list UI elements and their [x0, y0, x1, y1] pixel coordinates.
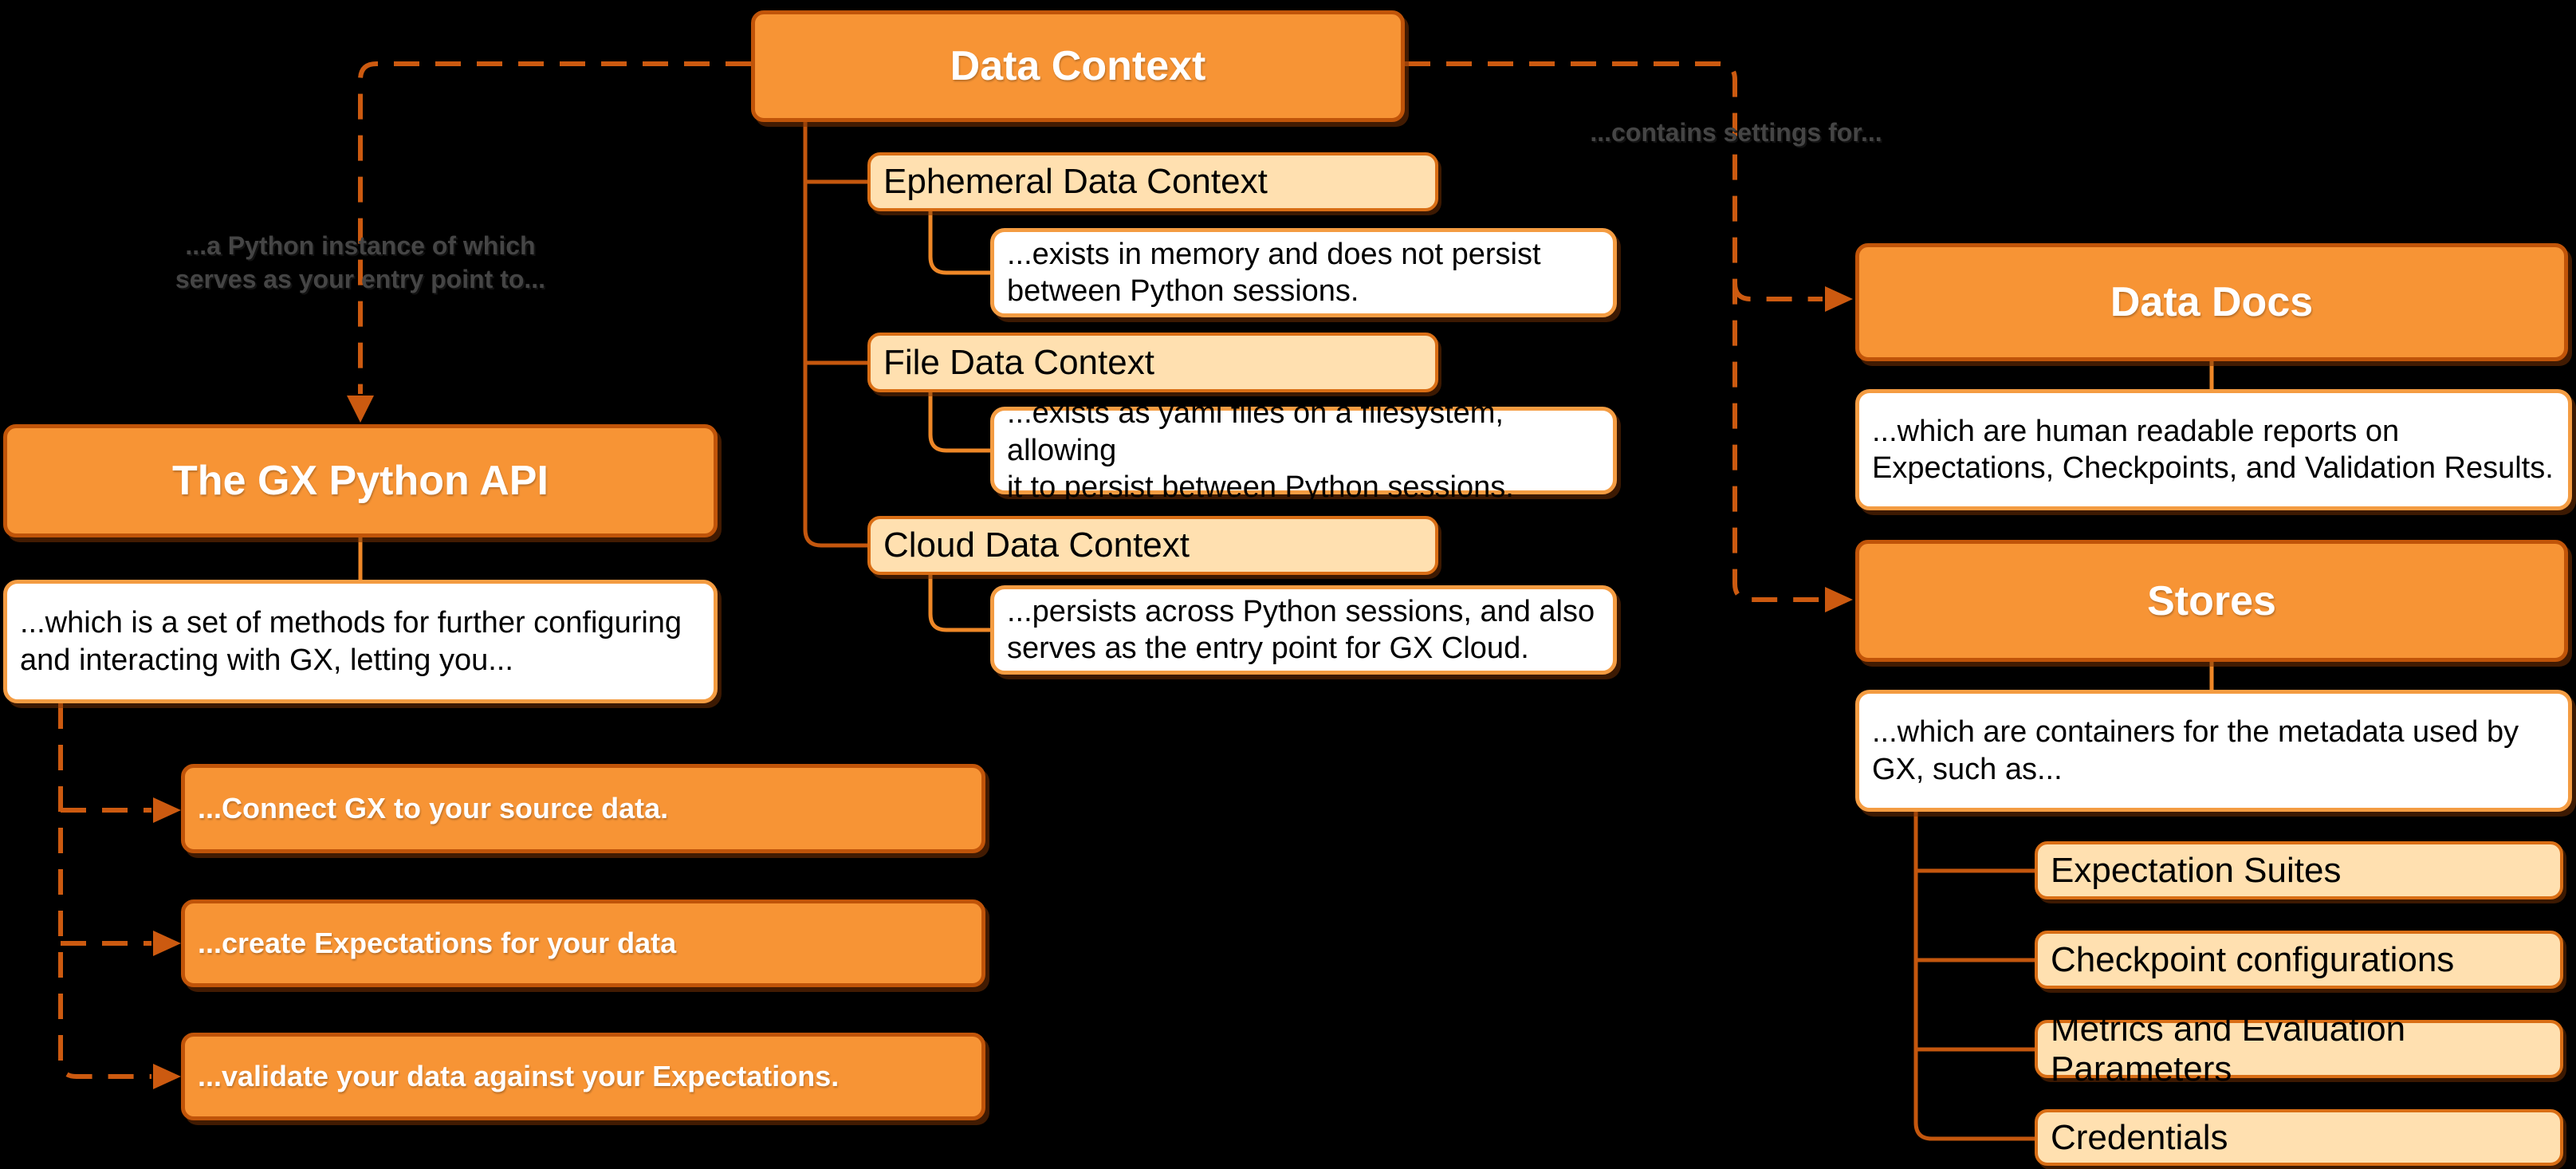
node-data-context-label: Data Context	[950, 43, 1206, 89]
node-store-credentials: Credentials	[2035, 1109, 2563, 1166]
arrowhead-right-stores	[1825, 587, 1853, 612]
node-cloud-description: ...persists across Python sessions, and …	[990, 585, 1617, 675]
expectation-suites-label: Expectation Suites	[2051, 850, 2342, 890]
edge-label-contains-settings: ...contains settings for...	[1590, 118, 1882, 147]
edge-label-python-instance: ...a Python instance of which serves as …	[175, 231, 546, 293]
edge-cloud-desc	[928, 575, 990, 632]
node-gx-python-api-description: ...which is a set of methods for further…	[3, 580, 718, 703]
node-data-docs-description: ...which are human readable reports on E…	[1855, 389, 2572, 510]
node-store-checkpoint-configurations: Checkpoint configurations	[2035, 931, 2563, 989]
action-create-label: ...create Expectations for your data	[198, 927, 677, 959]
arrowhead-right-create	[153, 931, 181, 956]
arrowhead-down-gxapi	[347, 396, 374, 423]
node-stores: Stores	[1855, 540, 2568, 662]
edge-file-desc	[928, 392, 990, 453]
edge-dashed-to-datadocs	[1732, 282, 1823, 301]
node-file-description: ...exists as yaml files on a filesystem,…	[990, 396, 1617, 504]
node-stores-description: ...which are containers for the metadata…	[1855, 690, 2572, 812]
action-validate-label: ...validate your data against your Expec…	[198, 1060, 840, 1092]
node-ephemeral-data-context: Ephemeral Data Context	[867, 152, 1438, 211]
edge-datacontext-trunk	[803, 122, 867, 548]
stores-description-text: ...which are containers for the metadata…	[1872, 715, 2519, 786]
node-data-docs: Data Docs	[1855, 243, 2568, 361]
node-gx-python-api: The GX Python API	[3, 424, 718, 537]
cloud-description-text: ...persists across Python sessions, and …	[1007, 594, 1595, 665]
cloud-label: Cloud Data Context	[883, 525, 1190, 565]
data-docs-description-text: ...which are human readable reports on E…	[1872, 414, 2554, 485]
file-description-text: ...exists as yaml files on a filesystem,…	[1007, 396, 1514, 505]
arrowhead-right-validate	[153, 1064, 181, 1089]
edge-dashed-api-actions-trunk	[58, 703, 151, 1079]
node-gx-python-api-label: The GX Python API	[172, 458, 549, 504]
node-file-data-context: File Data Context	[867, 333, 1438, 392]
node-action-create-expectations: ...create Expectations for your data	[181, 899, 985, 987]
arrowhead-right-connect	[153, 797, 181, 823]
stores-label: Stores	[2147, 577, 2276, 624]
node-data-context: Data Context	[751, 10, 1405, 122]
ephemeral-description-text: ...exists in memory and does not persist…	[1007, 237, 1541, 308]
credentials-label: Credentials	[2051, 1117, 2228, 1157]
action-connect-label: ...Connect GX to your source data.	[198, 792, 669, 825]
arrowhead-right-datadocs	[1825, 286, 1853, 312]
gx-python-api-description-text: ...which is a set of methods for further…	[20, 606, 682, 677]
checkpoint-configurations-label: Checkpoint configurations	[2051, 939, 2455, 979]
metrics-evaluation-parameters-label: Metrics and Evaluation Parameters	[2051, 1009, 2406, 1088]
node-ephemeral-description: ...exists in memory and does not persist…	[990, 228, 1617, 317]
edge-stores-trunk	[1913, 812, 2035, 1141]
node-action-connect-source-data: ...Connect GX to your source data.	[181, 764, 985, 853]
node-store-expectation-suites: Expectation Suites	[2035, 841, 2563, 899]
node-cloud-data-context: Cloud Data Context	[867, 516, 1438, 575]
edge-dashed-datacontext-to-api	[358, 61, 751, 394]
data-docs-label: Data Docs	[2110, 279, 2314, 325]
node-action-validate-data: ...validate your data against your Expec…	[181, 1033, 985, 1120]
node-store-metrics-evaluation-parameters: Metrics and Evaluation Parameters	[2035, 1010, 2563, 1088]
file-label: File Data Context	[883, 342, 1154, 382]
edge-ephemeral-desc	[928, 211, 990, 275]
ephemeral-label: Ephemeral Data Context	[883, 162, 1268, 201]
